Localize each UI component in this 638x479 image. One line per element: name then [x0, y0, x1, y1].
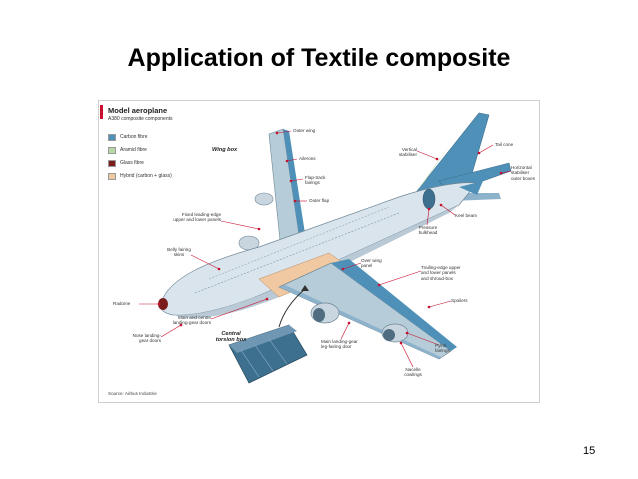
legend-item-aramid: Aramid fibre — [108, 146, 147, 154]
callout-nacelle: Nacelle cowlings — [404, 367, 422, 378]
window-line — [194, 212, 400, 294]
callout-pylon: Pylon fairings — [435, 343, 450, 354]
figure-title: Model aeroplane — [108, 106, 168, 115]
callout-vertical-stabiliser: Vertical stabiliser — [398, 147, 417, 158]
callout-main-gear-leg: Main landing-gear leg-fairing door — [321, 339, 358, 350]
callout-outer-flap: Outer flap — [309, 198, 330, 203]
callout-main-centre-gear: Main and centre landing-gear doors — [172, 315, 211, 326]
radome — [158, 298, 168, 310]
legend-item-glass: Glass fibre — [108, 159, 144, 167]
callout-trailing-edge: Trailing-edge upper and lower panels and… — [421, 265, 461, 281]
figure-source: Source: Airbus Industrie — [108, 391, 157, 396]
callout-central-torsion-box: Central torsion box — [215, 331, 247, 343]
aircraft-illustration — [139, 112, 512, 384]
legend-swatch — [108, 159, 116, 167]
legend-item-hybrid: Hybrid (carbon + glass) — [108, 172, 172, 180]
callout-horizontal-stabiliser: Horizontal stabiliser outer boxes — [511, 165, 536, 181]
legend-swatch — [108, 146, 116, 154]
legend-label: Carbon fibre — [120, 134, 148, 140]
callout-radome: Radome — [113, 301, 131, 306]
page-number: 15 — [583, 445, 596, 457]
callout-spoilers: Spoilers — [451, 298, 468, 303]
legend-label: Aramid fibre — [120, 147, 147, 153]
callout-belly-fairing: Belly fairing skins — [167, 247, 191, 258]
callout-nose-gear: Nose landing- gear doors — [132, 333, 161, 344]
aircraft-diagram: Model aeroplane A380 composite component… — [98, 100, 540, 403]
upper-engine-2 — [254, 192, 274, 206]
legend-item-carbon: Carbon fibre — [108, 133, 148, 141]
callout-over-wing-panel: Over wing panel — [361, 258, 382, 269]
figure-subtitle: A380 composite components — [108, 116, 173, 122]
central-torsion-box-top — [229, 325, 297, 353]
callout-pressure-bulkhead: Pressure bulkhead — [418, 225, 438, 236]
leader-dots — [157, 131, 503, 345]
callout-fixed-leading-edge: Fixed leading-edge upper and lower panel… — [173, 212, 221, 223]
window-line-2 — [208, 206, 390, 280]
upper-wing-trailing-edge — [283, 129, 309, 261]
pressure-bulkhead — [422, 188, 436, 210]
callout-flap-track-fairings: Flap-track fairings — [305, 175, 326, 186]
legend-swatch — [108, 172, 116, 180]
inner-engine-intake — [313, 308, 325, 322]
slide-title: Application of Textile composite — [127, 44, 511, 72]
callout-keel-beam: Keel beam — [455, 213, 477, 218]
leader-lines — [139, 130, 512, 368]
callout-wing-box: Wing box — [212, 147, 238, 153]
callout-outer-wing: Outer wing — [293, 128, 316, 133]
callout-ailerons: Ailerons — [299, 156, 316, 161]
figure-accent-bar — [100, 105, 103, 119]
lower-wing-trailing-edge — [331, 259, 457, 351]
torsion-box-arrow — [278, 288, 306, 328]
callout-tail-cone: Tail cone — [495, 142, 514, 147]
legend-label: Hybrid (carbon + glass) — [120, 173, 172, 179]
tail-cone — [459, 181, 483, 195]
torsion-box-arrowhead — [301, 285, 309, 291]
legend-label: Glass fibre — [120, 160, 144, 166]
legend-swatch — [108, 133, 116, 141]
torsion-box-rib-2 — [254, 344, 274, 372]
torsion-box-rib-1 — [240, 349, 260, 378]
torsion-box-rib-3 — [268, 338, 288, 365]
outer-engine-intake — [383, 329, 395, 341]
